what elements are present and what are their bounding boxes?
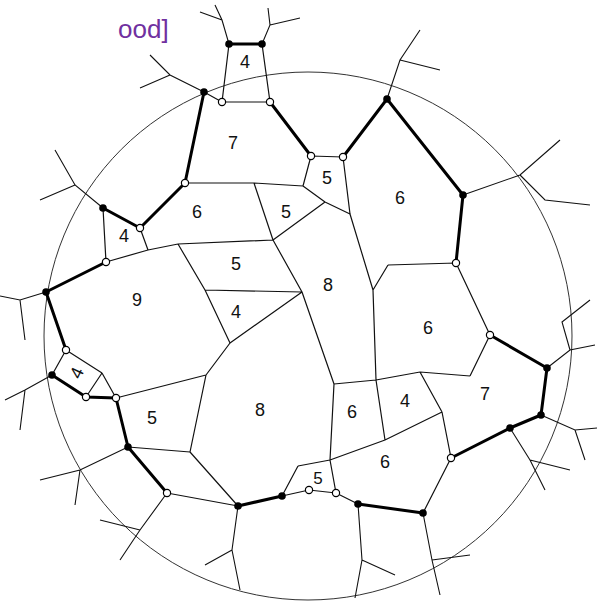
side-count: 7 bbox=[479, 385, 491, 403]
white-dots bbox=[62, 98, 493, 496]
outer-edges bbox=[0, 5, 597, 598]
side-count: 5 bbox=[280, 203, 292, 221]
side-count: 8 bbox=[322, 276, 334, 294]
thin-edges bbox=[52, 44, 490, 513]
side-count: 5 bbox=[321, 169, 333, 187]
side-count: 4 bbox=[118, 227, 130, 245]
side-count: 6 bbox=[346, 403, 358, 421]
side-count: 7 bbox=[227, 134, 239, 152]
side-count: 4 bbox=[230, 303, 242, 321]
side-count: 4 bbox=[66, 364, 87, 382]
side-count: 9 bbox=[131, 291, 143, 309]
side-count: 4 bbox=[239, 53, 251, 71]
side-count: 5 bbox=[230, 255, 242, 273]
side-count: 5 bbox=[312, 470, 323, 487]
side-count: 6 bbox=[191, 203, 203, 221]
side-count: 6 bbox=[394, 189, 406, 207]
thick-edges bbox=[46, 44, 547, 513]
black-dots bbox=[42, 40, 551, 517]
side-count: 5 bbox=[146, 409, 158, 427]
side-count: 6 bbox=[379, 453, 391, 471]
side-count: 8 bbox=[254, 401, 266, 419]
slide-title: ood] bbox=[118, 14, 169, 44]
side-count: 4 bbox=[399, 392, 411, 410]
side-count: 6 bbox=[422, 319, 434, 337]
